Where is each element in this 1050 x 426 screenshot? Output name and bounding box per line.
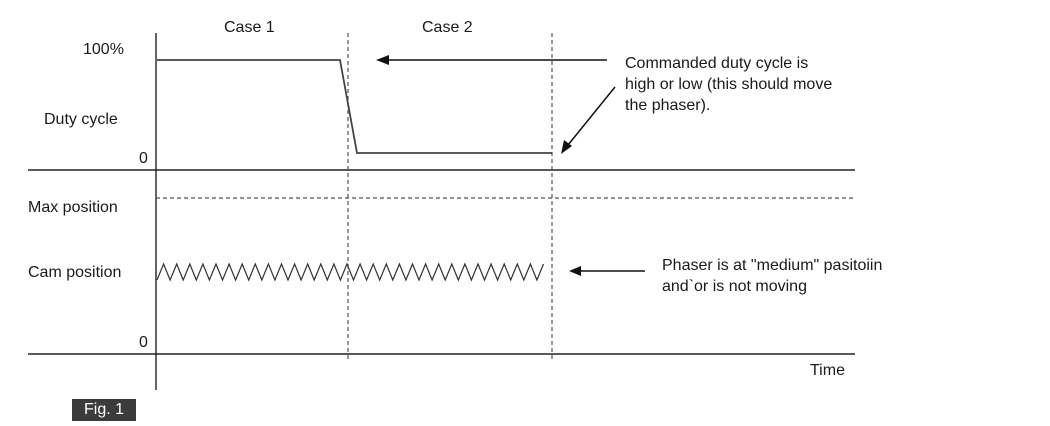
commanded-arrow-diagonal-head bbox=[561, 140, 572, 154]
cam-zero-label: 0 bbox=[139, 334, 148, 351]
phaser-note-line-1: Phaser is at "medium" pasitoiin bbox=[662, 257, 883, 274]
duty-zero-label: 0 bbox=[139, 150, 148, 167]
commanded-duty-cycle-note: Commanded duty cycle is high or low (thi… bbox=[625, 53, 832, 116]
case1-label: Case 1 bbox=[224, 19, 275, 36]
commanded-arrow-diagonal bbox=[567, 86, 616, 146]
case2-label: Case 2 bbox=[422, 19, 473, 36]
figure-label: Fig. 1 bbox=[72, 399, 136, 421]
commanded-note-line-3: the phaser). bbox=[625, 97, 711, 114]
duty-100-percent-label: 100% bbox=[83, 41, 124, 58]
max-position-label: Max position bbox=[28, 199, 118, 216]
commanded-arrow-horizontal-head bbox=[376, 55, 389, 65]
time-axis-label: Time bbox=[810, 362, 845, 379]
cam-position-label: Cam position bbox=[28, 264, 122, 281]
commanded-note-line-1: Commanded duty cycle is bbox=[625, 55, 809, 72]
duty-cycle-axis-label: Duty cycle bbox=[44, 111, 118, 128]
cam-position-trace bbox=[156, 262, 545, 282]
duty-cycle-trace bbox=[157, 59, 552, 154]
phaser-arrow-head bbox=[569, 266, 581, 276]
phaser-note: Phaser is at "medium" pasitoiin and`or i… bbox=[662, 255, 882, 297]
phaser-note-line-2: and`or is not moving bbox=[662, 278, 807, 295]
commanded-note-line-2: high or low (this should move bbox=[625, 76, 833, 93]
